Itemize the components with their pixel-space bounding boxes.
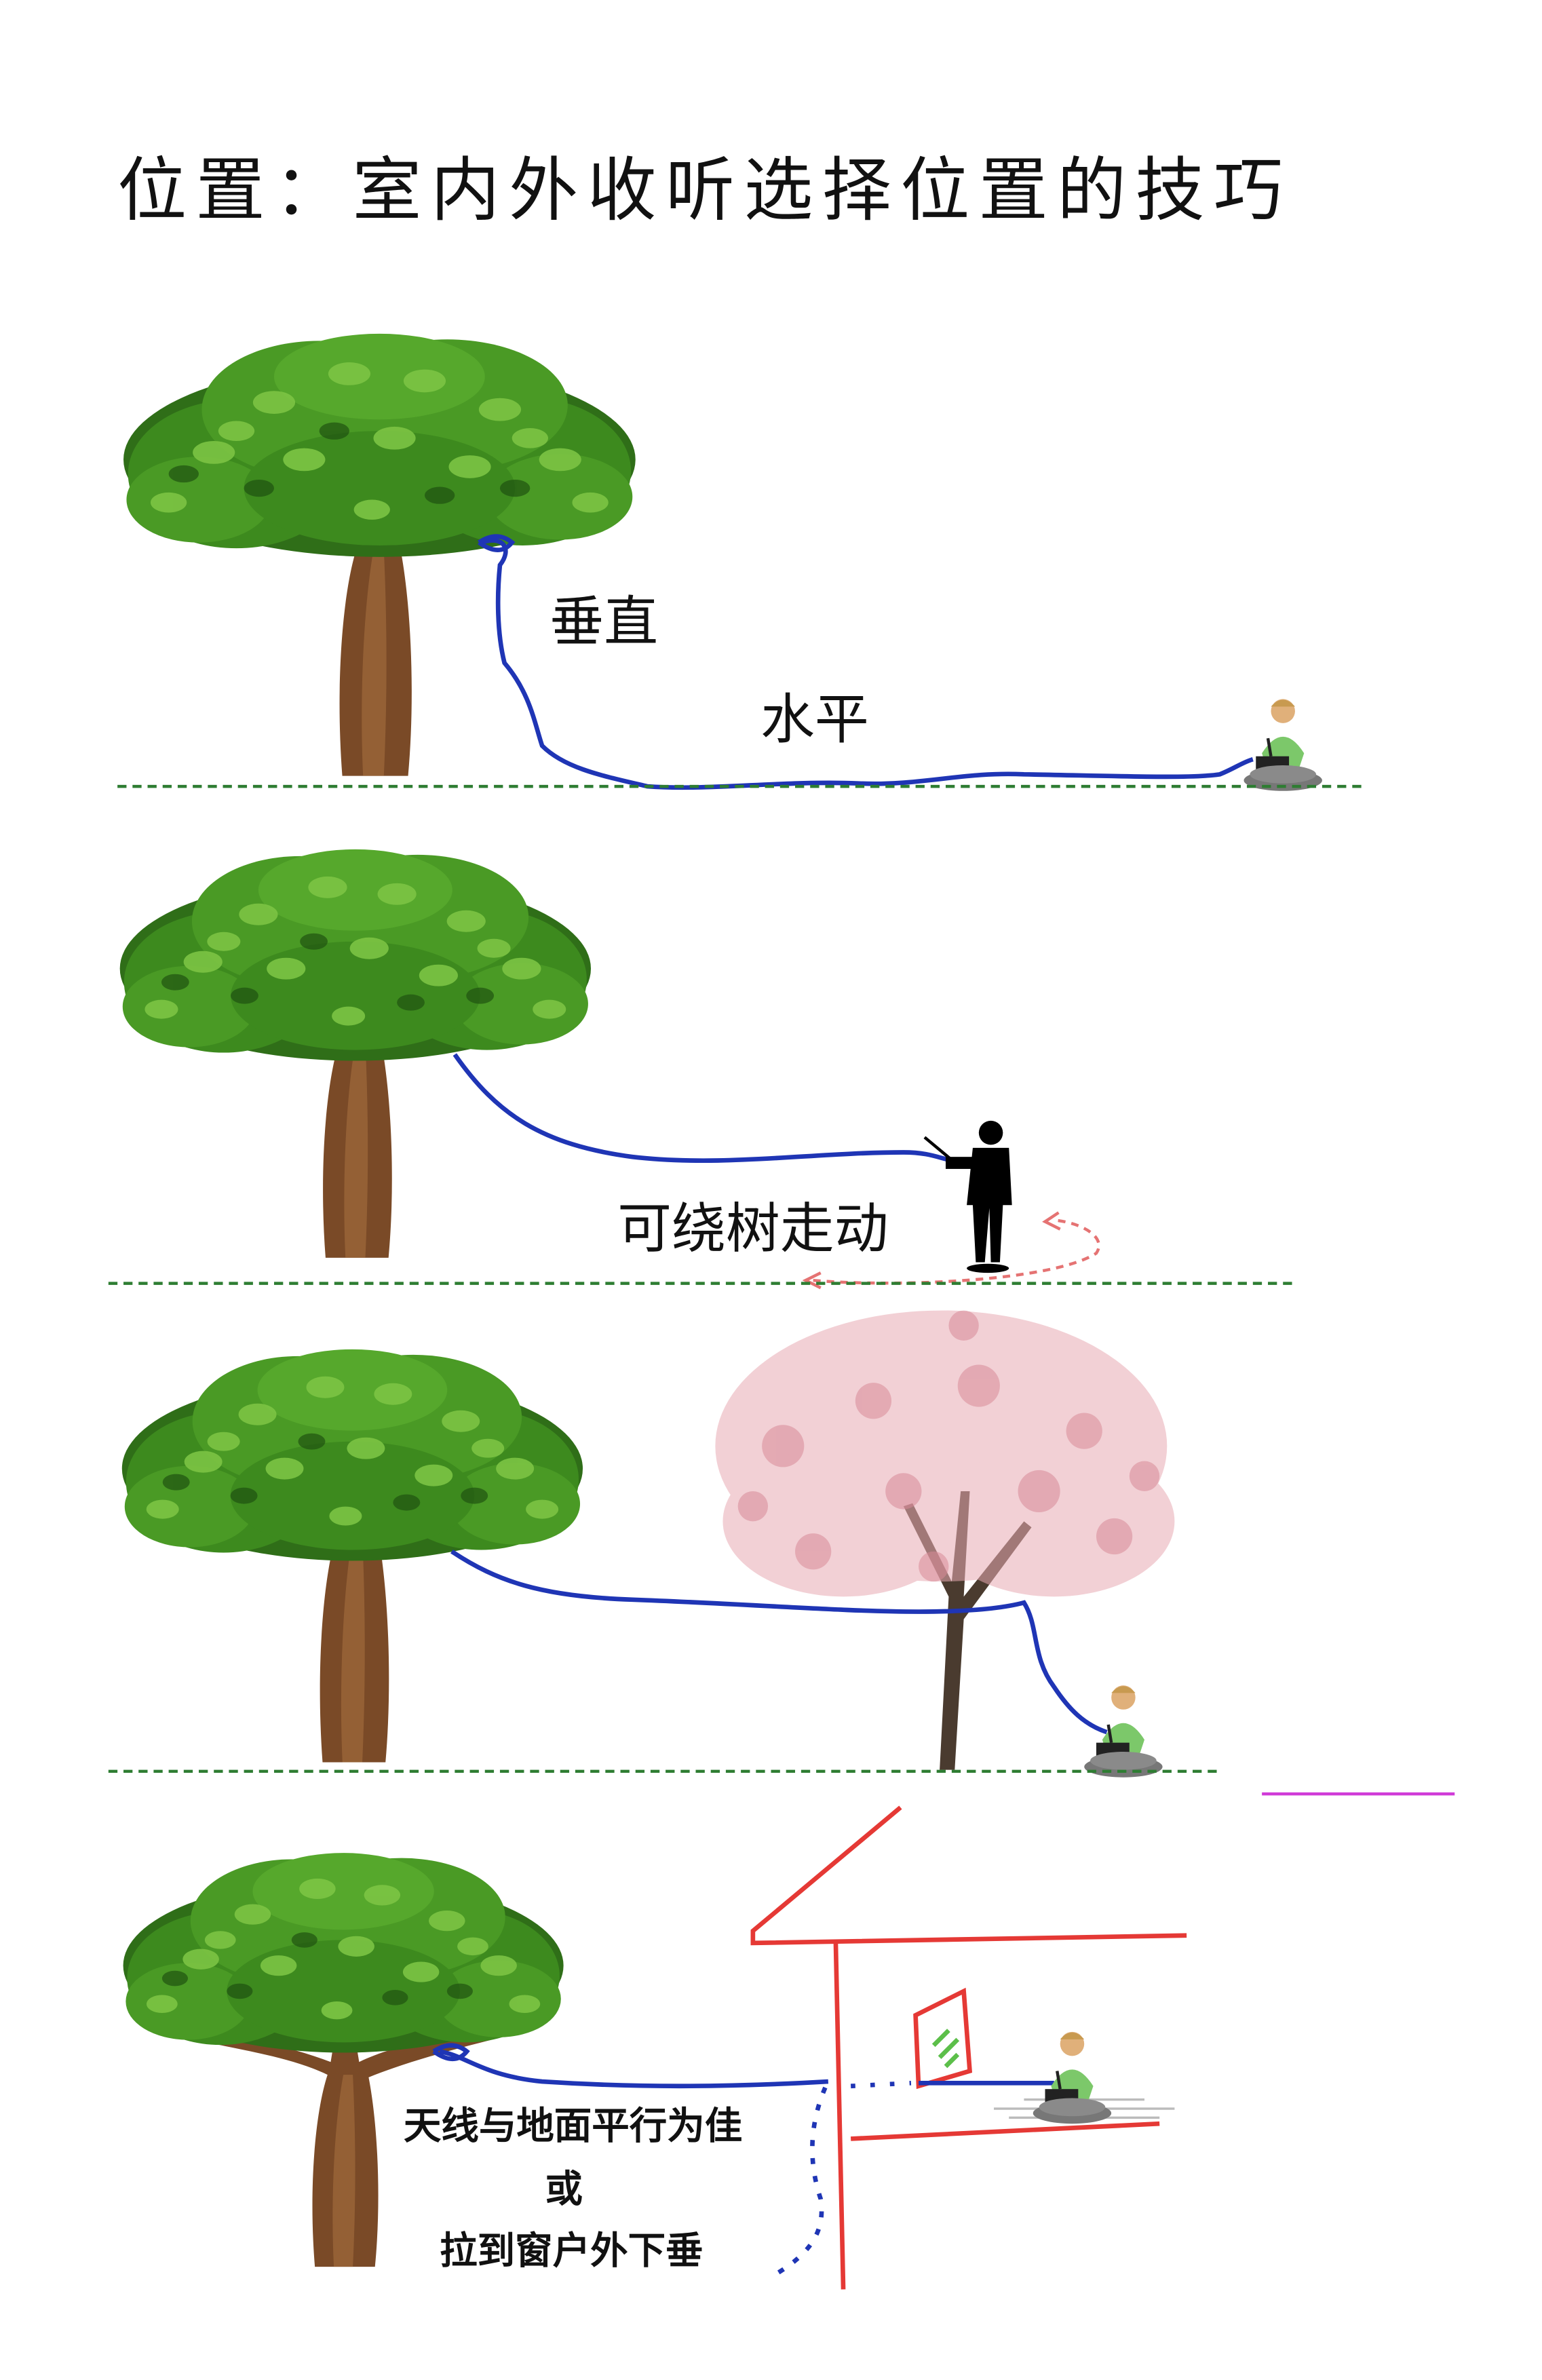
label-or: 或 [545,2168,583,2212]
antenna-wire [450,1549,1108,1735]
window [913,1987,973,2090]
tree-crown [123,333,636,557]
antenna-wire [452,1053,950,1163]
antenna-wire [439,2049,829,2089]
label-hang-out: 拉到窗户外下垂 [440,2229,703,2273]
wire-coil [477,534,516,552]
sitting-listener [1033,2032,1111,2124]
tree-crown [121,1349,583,1561]
arrow-head [1042,1211,1061,1231]
dotted-wire-indoor [850,2080,912,2089]
page-title: 位置：室内外收听选择位置的技巧 [117,151,1292,231]
tree-crown [119,849,592,1061]
dotted-wire-hanging [774,2086,828,2277]
label-walk-around: 可绕树走动 [617,1197,889,1260]
sitting-listener [1084,1685,1162,1777]
walk-arrow [813,1218,1101,1285]
blossom-tree [715,1310,1175,1770]
house-outline [750,1805,1187,2290]
arrow-head [802,1271,822,1290]
tree-crown [123,1853,564,2053]
label-vertical: 垂直 [550,590,658,653]
label-horizontal: 水平 [760,688,869,751]
scene-2: 可绕树走动 [108,849,1295,1290]
wire-coil [432,2043,470,2062]
sitting-listener [1244,699,1322,790]
scene-3 [108,1310,1455,1796]
standing-listener [923,1120,1012,1273]
scene-4: 天线与地面平行为佳 或 拉到窗户外下垂 [123,1805,1187,2290]
scene-1: 垂直 水平 [117,333,1368,791]
label-parallel: 天线与地面平行为佳 [404,2104,742,2148]
